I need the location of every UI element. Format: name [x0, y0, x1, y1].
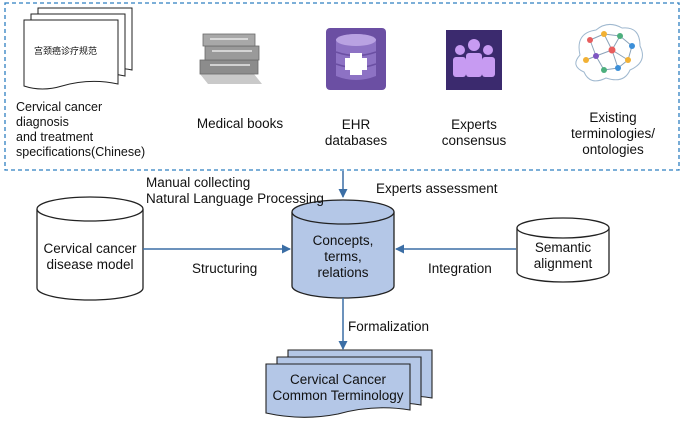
disease-model-label-line: disease model: [46, 257, 134, 272]
ehr-label: EHR databases: [306, 117, 406, 149]
concepts-cylinder: [291, 199, 395, 299]
terminology-label: Cervical Cancer Common Terminology: [266, 372, 410, 404]
specs-label-line: diagnosis: [16, 115, 69, 129]
semantic-alignment-cylinder: [516, 217, 610, 283]
disease-model-label: Cervical cancer disease model: [37, 241, 143, 273]
concepts-label-line: relations: [317, 265, 369, 280]
specs-label: Cervical cancer diagnosis and treatment …: [16, 100, 156, 160]
experts-icon: [446, 30, 502, 90]
ehr-database-icon: [326, 28, 386, 90]
experts-assessment-label: Experts assessment: [376, 181, 498, 196]
brain-network-icon: [575, 24, 643, 82]
sources-container: [4, 2, 680, 171]
concepts-label: Concepts, terms, relations: [292, 233, 394, 281]
specs-label-line: and treatment: [16, 130, 94, 144]
concepts-label-line: terms,: [324, 249, 362, 264]
ontology-label: Existing terminologies/ ontologies: [558, 110, 668, 158]
ehr-label-line: databases: [324, 133, 388, 148]
experts-label: Experts consensus: [424, 117, 524, 149]
formalization-label: Formalization: [348, 319, 430, 334]
manual-collecting-label: Manual collecting: [146, 175, 251, 190]
books-icon: [199, 33, 262, 84]
terminology-label-line: Cervical Cancer: [289, 372, 387, 387]
specs-label-line: Cervical cancer: [16, 100, 103, 114]
semantic-alignment-label: Semantic alignment: [517, 240, 609, 272]
ehr-label-line: EHR: [341, 117, 371, 132]
ontology-label-line: terminologies/: [570, 126, 656, 141]
experts-label-line: consensus: [441, 133, 507, 148]
nlp-label: Natural Language Processing: [146, 191, 324, 206]
structuring-label: Structuring: [192, 261, 258, 276]
disease-model-label-line: Cervical cancer: [43, 241, 137, 256]
concepts-label-line: Concepts,: [312, 233, 374, 248]
specs-document-title: 宫颈癌诊疗规范: [34, 47, 98, 57]
terminology-multidocument: [265, 349, 433, 418]
experts-label-line: Experts: [451, 117, 497, 132]
integration-label: Integration: [428, 261, 492, 276]
ontology-label-line: Existing: [589, 110, 637, 125]
ontology-label-line: ontologies: [582, 142, 644, 157]
disease-model-cylinder: [36, 196, 144, 301]
semantic-alignment-label-line: Semantic: [534, 240, 592, 255]
document-stack-icon: [23, 7, 133, 90]
books-label: Medical books: [196, 116, 284, 131]
specs-label-line: specifications(Chinese): [16, 145, 146, 159]
semantic-alignment-label-line: alignment: [533, 256, 593, 271]
terminology-label-line: Common Terminology: [272, 388, 404, 403]
